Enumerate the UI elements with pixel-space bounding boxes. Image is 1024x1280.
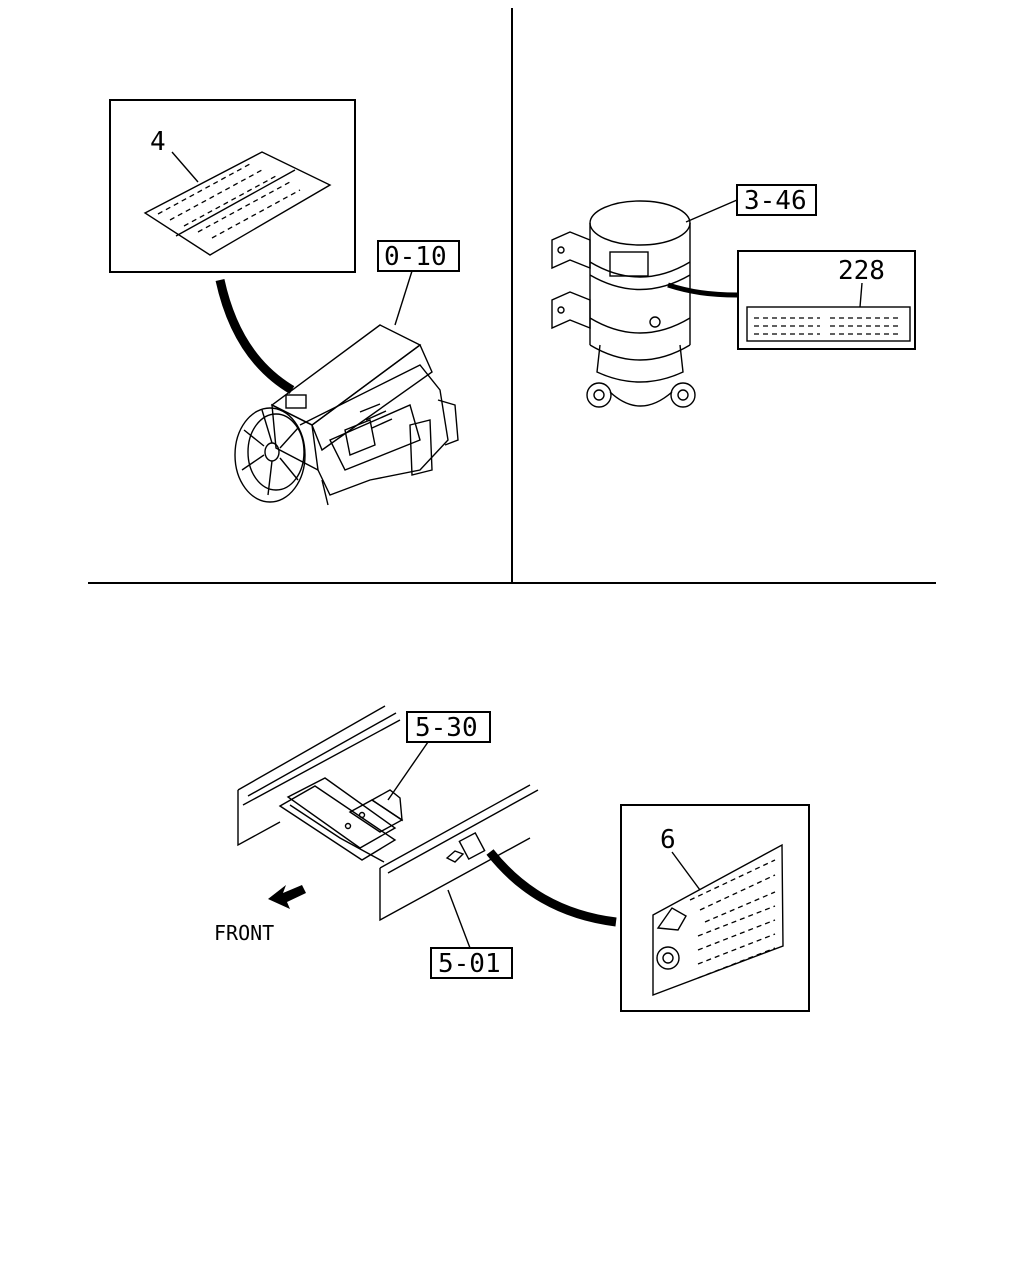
frame-ref-top-box bbox=[406, 711, 491, 743]
frame-ref-top-number: 5-30 bbox=[415, 713, 478, 743]
engine-panel: 4 0-10 bbox=[109, 99, 460, 506]
cylinder-illustration bbox=[551, 200, 696, 408]
cylinder-ref-number: 3-46 bbox=[744, 186, 807, 216]
engine-label-leader bbox=[171, 151, 199, 183]
frame-pointer-arc bbox=[486, 849, 617, 927]
engine-pointer-arc bbox=[215, 279, 295, 394]
frame-ref-bottom-leader bbox=[447, 889, 471, 949]
cylinder-label-number: 228 bbox=[838, 256, 885, 286]
engine-ref-leader bbox=[394, 270, 413, 326]
cylinder-ref-box bbox=[736, 184, 817, 216]
engine-label-plate bbox=[143, 151, 332, 256]
frame-label-plate bbox=[652, 843, 784, 997]
cylinder-pointer-arc bbox=[667, 282, 738, 298]
frame-label-inset bbox=[620, 804, 810, 1012]
frame-panel: 5-30 5-01 FRONT 6 bbox=[214, 705, 810, 1012]
frame-label-number: 6 bbox=[660, 825, 676, 855]
cylinder-label-plate bbox=[746, 306, 911, 342]
front-label: FRONT bbox=[214, 921, 274, 945]
cylinder-label-inset bbox=[737, 250, 916, 350]
cylinder-panel: 3-46 228 bbox=[551, 184, 916, 408]
frame-label-leader bbox=[671, 851, 701, 891]
engine-label-inset bbox=[109, 99, 356, 273]
engine-ref-box bbox=[377, 240, 460, 272]
frame-ref-top-leader bbox=[387, 741, 429, 801]
engine-ref-number: 0-10 bbox=[384, 242, 447, 272]
engine-illustration bbox=[234, 324, 459, 506]
cylinder-label-leader bbox=[859, 282, 863, 308]
engine-label-number: 4 bbox=[150, 127, 166, 157]
front-arrow-icon bbox=[268, 885, 306, 909]
cylinder-ref-leader bbox=[685, 199, 738, 223]
frame-ref-bottom-box bbox=[430, 947, 513, 979]
frame-rail-illustration bbox=[237, 705, 539, 922]
frame-ref-bottom-number: 5-01 bbox=[438, 949, 501, 979]
